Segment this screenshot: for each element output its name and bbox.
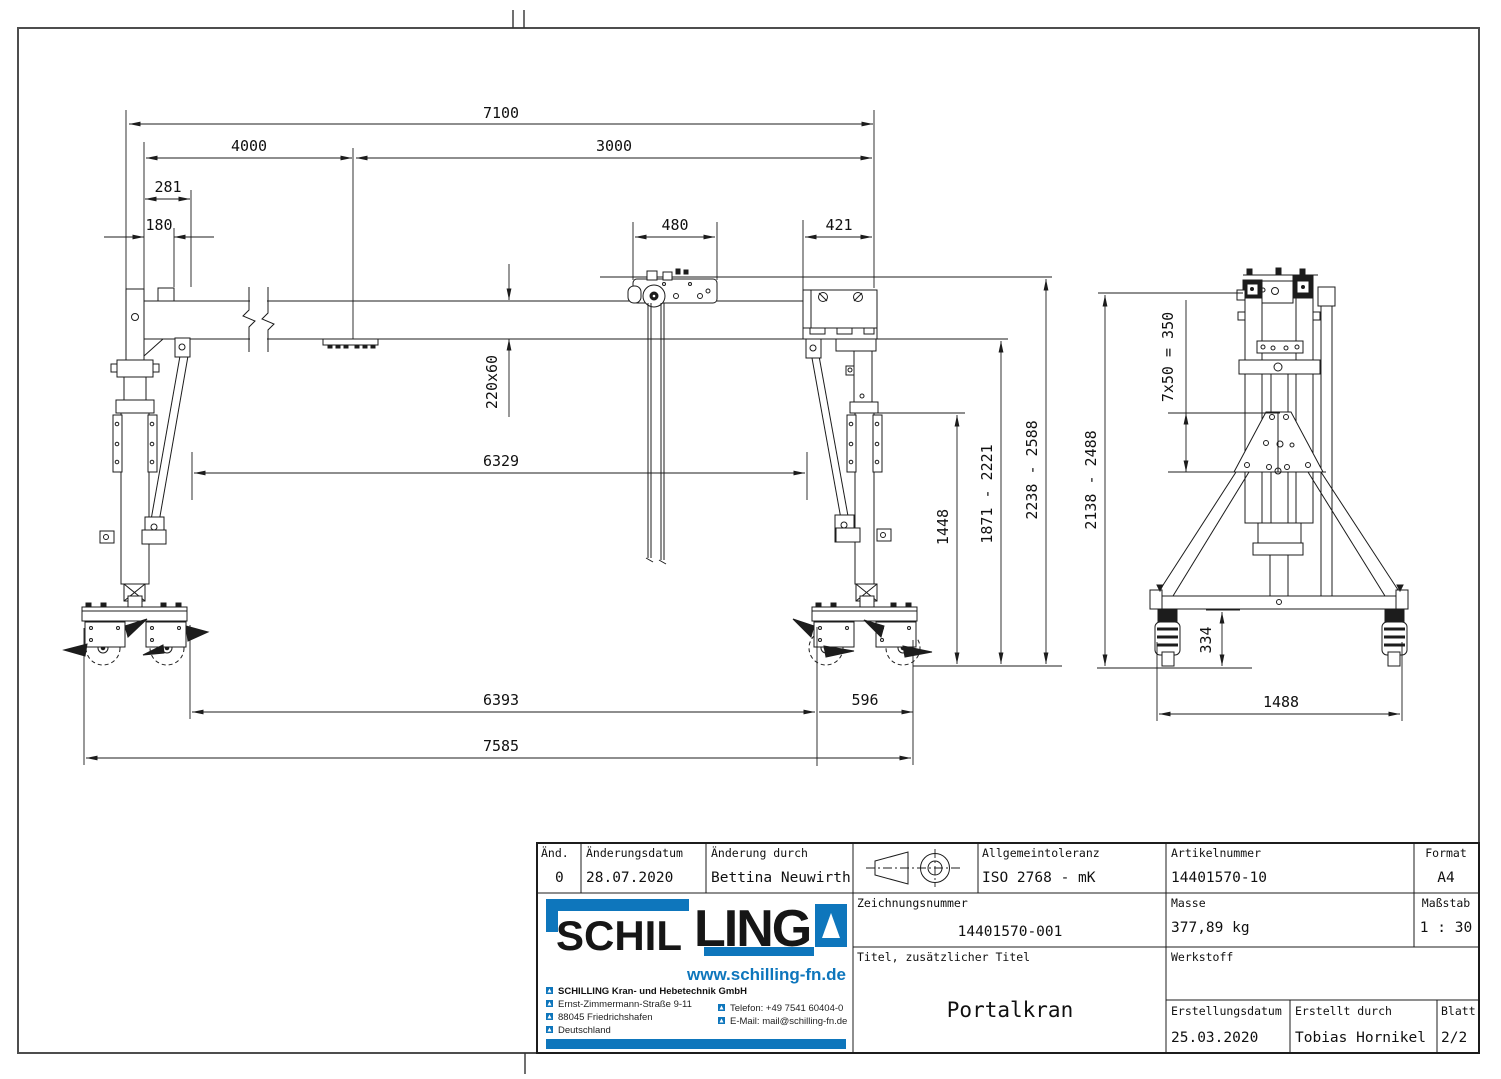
dim-2238-2588: 2238 - 2588 — [1023, 420, 1041, 519]
company-name: SCHILLING Kran- und Hebetechnik GmbH — [558, 986, 747, 997]
sheet-label: Blatt — [1441, 1004, 1476, 1018]
caster-wheel — [863, 619, 933, 666]
dim-180: 180 — [145, 216, 172, 234]
rev-date-label: Änderungsdatum — [586, 845, 683, 860]
dim-421: 421 — [825, 216, 852, 234]
right-leg — [802, 289, 892, 608]
created-by: Tobias Hornikel — [1295, 1030, 1426, 1046]
break-line — [261, 287, 275, 352]
created-date: 25.03.2020 — [1171, 1030, 1258, 1046]
title-label: Titel, zusätzlicher Titel — [857, 950, 1030, 964]
dim-1488: 1488 — [1263, 693, 1299, 711]
front-view — [62, 268, 1062, 667]
bullet-icon — [546, 987, 725, 1033]
scale-label: Maßstab — [1422, 896, 1471, 910]
scale-value: 1 : 30 — [1420, 920, 1472, 936]
first-angle-projection-icon — [866, 849, 960, 887]
dim-6393: 6393 — [483, 691, 519, 709]
caster-wheel — [62, 618, 148, 666]
trolley-hoist — [600, 268, 1052, 565]
dim-hole-pattern: 7x50 = 350 — [1159, 312, 1177, 402]
article-value: 14401570-10 — [1171, 870, 1267, 886]
caster-wheel — [142, 621, 210, 666]
mass-label: Masse — [1171, 896, 1206, 910]
dim-596: 596 — [851, 691, 878, 709]
dim-4000: 4000 — [231, 137, 267, 155]
tolerance-value: ISO 2768 - mK — [982, 870, 1096, 886]
dim-281: 281 — [154, 178, 181, 196]
caster-side — [1381, 608, 1408, 667]
material-label: Werkstoff — [1171, 950, 1233, 964]
dim-2138-2488: 2138 - 2488 — [1082, 430, 1100, 529]
sheet-frame — [17, 10, 1480, 1074]
caster-wheel — [792, 618, 855, 666]
front-view-dimensions: 7100 4000 3000 281 180 480 421 220x60 63… — [83, 104, 1049, 766]
logo-bottom-bar — [546, 1039, 846, 1049]
sheet-value: 2/2 — [1441, 1030, 1467, 1046]
drawing-title: Portalkran — [947, 998, 1073, 1022]
dim-1448: 1448 — [934, 509, 952, 545]
company-website: www.schilling-fn.de — [686, 965, 846, 984]
rev-by-label: Änderung durch — [711, 845, 808, 860]
dim-480: 480 — [661, 216, 688, 234]
dim-1871-2221: 1871 - 2221 — [978, 444, 996, 543]
caster-side — [1154, 608, 1181, 667]
rev-date: 28.07.2020 — [586, 870, 673, 886]
company-street: Ernst-Zimmermann-Straße 9-11 — [558, 999, 692, 1010]
dim-6329: 6329 — [483, 452, 519, 470]
mass-value: 377,89 kg — [1171, 920, 1250, 936]
format-label: Format — [1425, 846, 1467, 860]
created-by-label: Erstellt durch — [1295, 1004, 1392, 1018]
company-country: Deutschland — [558, 1025, 611, 1036]
dim-3000: 3000 — [596, 137, 632, 155]
drawing-no-value: 14401570-001 — [958, 924, 1063, 940]
dim-7585: 7585 — [483, 737, 519, 755]
company-city: 88045 Friedrichshafen — [558, 1012, 653, 1023]
title-block: Änd. Änderungsdatum Änderung durch 0 28.… — [536, 842, 1480, 1054]
dim-7100: 7100 — [483, 104, 519, 122]
right-foot-assembly — [792, 602, 933, 666]
logo-underline — [704, 947, 814, 956]
rev-number: 0 — [555, 870, 564, 886]
company-logo: SCHIL LING www.schilling-fn.de SCHILLING… — [546, 899, 847, 1049]
left-leg — [99, 288, 191, 608]
break-line — [242, 287, 256, 352]
format-value: A4 — [1437, 870, 1455, 886]
logo-text-part1: SCHIL — [556, 912, 682, 959]
created-date-label: Erstellungsdatum — [1171, 1004, 1282, 1018]
side-view — [1097, 267, 1409, 669]
rev-col-label: Änd. — [541, 845, 569, 860]
company-email: E-Mail: mail@schilling-fn.de — [730, 1016, 847, 1027]
side-view-dimensions: 2138 - 2488 7x50 = 350 334 1488 — [1082, 292, 1403, 721]
drawing-no-label: Zeichnungsnummer — [857, 896, 968, 910]
left-foot-assembly — [62, 602, 210, 666]
dim-beam-section: 220x60 — [483, 355, 501, 409]
beam-attachment-plate — [322, 338, 379, 349]
rev-by: Bettina Neuwirth — [711, 870, 851, 886]
tolerance-label: Allgemeintoleranz — [982, 846, 1100, 860]
logo-bracket-shape — [546, 899, 689, 932]
beam-end-tab — [157, 287, 175, 302]
article-label: Artikelnummer — [1171, 846, 1261, 860]
logo-triangle-icon — [822, 913, 840, 938]
company-phone: Telefon: +49 7541 60404-0 — [730, 1003, 843, 1014]
dim-334: 334 — [1197, 626, 1215, 653]
